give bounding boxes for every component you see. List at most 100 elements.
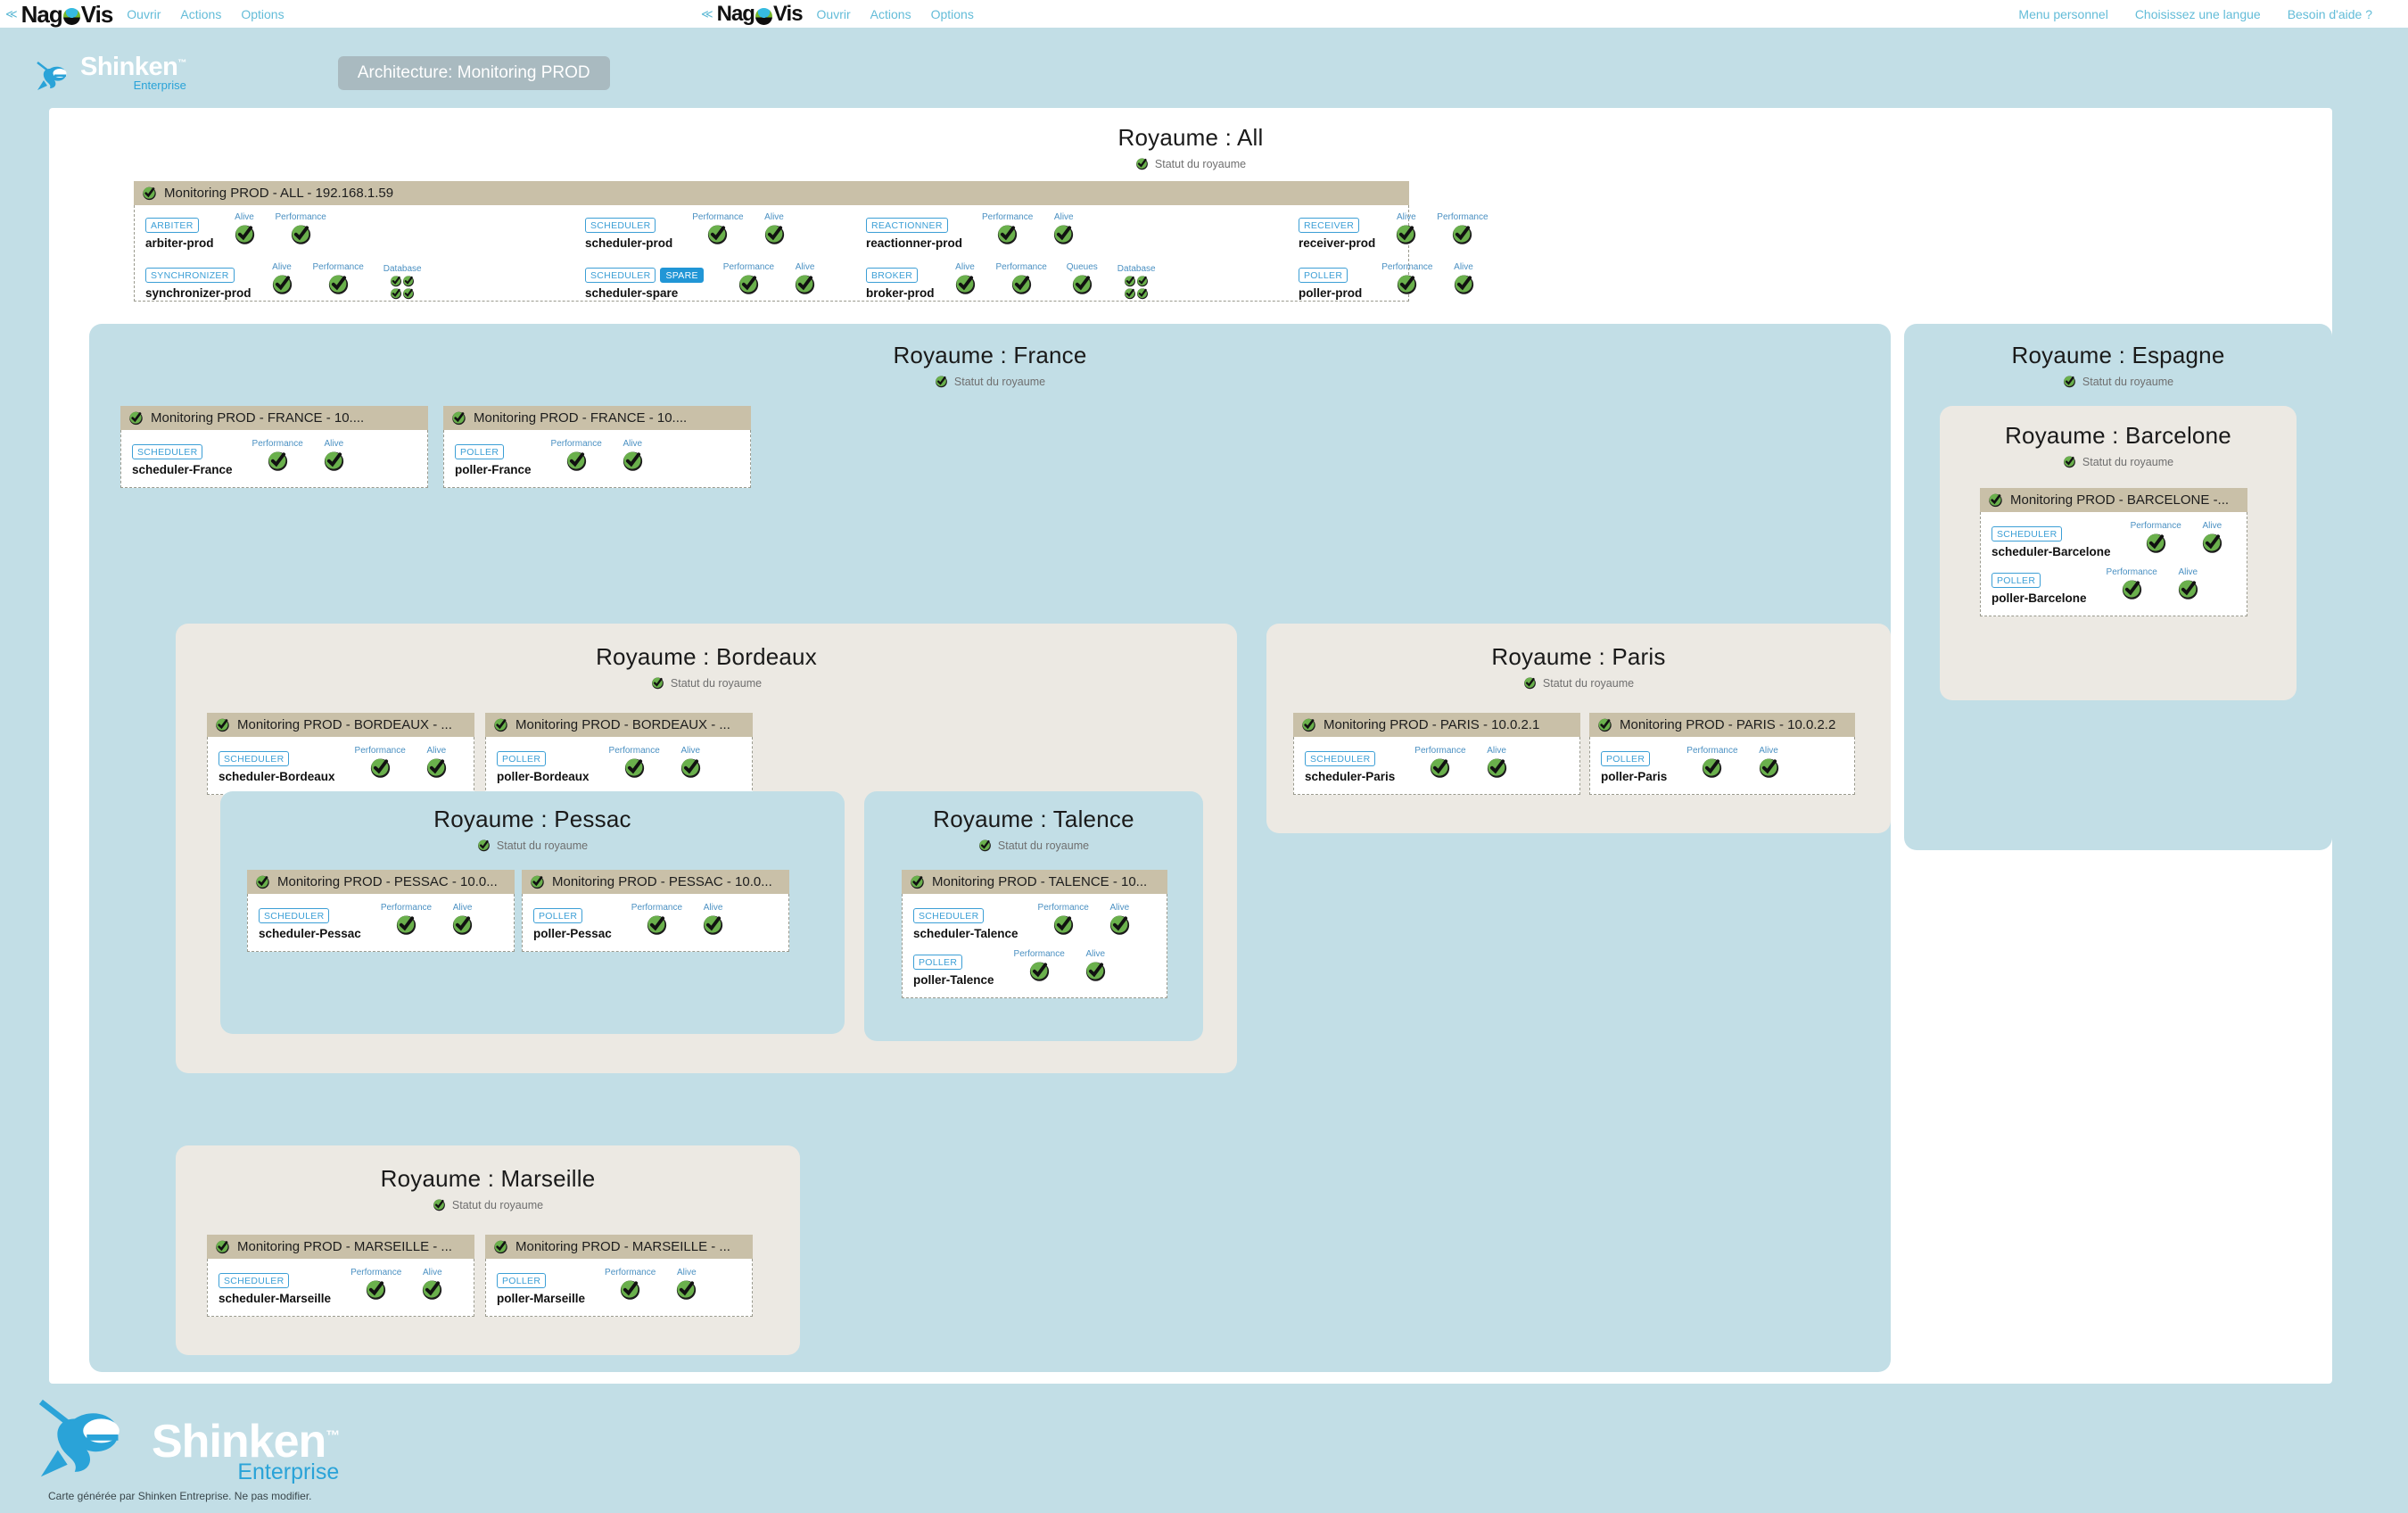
service-spare-badge[interactable]: SPARE <box>660 268 704 283</box>
service-type-tag[interactable]: ARBITER <box>145 218 199 233</box>
hostbox[interactable]: Monitoring PROD - PESSAC - 10.0...POLLER… <box>522 870 789 952</box>
service-type-tag[interactable]: POLLER <box>913 955 963 970</box>
metric-performance[interactable]: Performance <box>2131 521 2181 558</box>
metric-performance[interactable]: Performance <box>551 439 602 476</box>
metric-performance[interactable]: Performance <box>2107 567 2157 605</box>
service-type-tag[interactable]: SCHEDULER <box>219 1273 290 1288</box>
service-type-tag[interactable]: POLLER <box>455 444 505 459</box>
nav-link-ouvrir[interactable]: Ouvrir <box>127 6 161 21</box>
metric-performance[interactable]: Performance <box>313 262 364 300</box>
hostbox-header[interactable]: Monitoring PROD - MARSEILLE - ... <box>485 1235 753 1259</box>
metric-performance[interactable]: Performance <box>1414 746 1466 783</box>
nav-link-options[interactable]: Options <box>241 6 285 21</box>
metric-alive[interactable]: Alive <box>702 903 724 940</box>
metric-performance[interactable]: Performance <box>350 1268 401 1305</box>
metric-database[interactable]: Database <box>1117 264 1156 300</box>
service-type-tag[interactable]: SCHEDULER <box>585 268 656 283</box>
hostbox-header[interactable]: Monitoring PROD - BORDEAUX - ... <box>207 713 474 737</box>
nav-link-options-overlay[interactable]: Options <box>930 6 974 21</box>
metric-performance[interactable]: Performance <box>355 746 406 783</box>
metric-database[interactable]: Database <box>383 264 422 300</box>
service-type-tag[interactable]: SCHEDULER <box>132 444 203 459</box>
service-type-tag[interactable]: REACTIONNER <box>866 218 948 233</box>
metric-alive[interactable]: Alive <box>794 262 816 300</box>
service-type-tag[interactable]: POLLER <box>1299 268 1348 283</box>
nav-link-actions[interactable]: Actions <box>180 6 222 21</box>
metric-performance[interactable]: Performance <box>1437 212 1489 250</box>
metric-performance[interactable]: Performance <box>996 262 1047 300</box>
metric-alive[interactable]: Alive <box>680 746 702 783</box>
hostbox[interactable]: Monitoring PROD - FRANCE - 10....SCHEDUL… <box>120 406 428 488</box>
metric-performance[interactable]: Performance <box>1686 746 1738 783</box>
metric-alive[interactable]: Alive <box>425 746 448 783</box>
metric-performance[interactable]: Performance <box>1038 903 1089 940</box>
metric-alive[interactable]: Alive <box>1052 212 1075 250</box>
metric-performance[interactable]: Performance <box>605 1268 656 1305</box>
service-type-tag[interactable]: POLLER <box>497 751 547 766</box>
service-type-tag[interactable]: RECEIVER <box>1299 218 1360 233</box>
metric-performance[interactable]: Performance <box>609 746 660 783</box>
metric-performance[interactable]: Performance <box>982 212 1033 250</box>
hostbox[interactable]: Monitoring PROD - BARCELONE -... SCHEDULE… <box>1980 488 2247 616</box>
service-type-tag[interactable]: SCHEDULER <box>585 218 656 233</box>
metric-alive[interactable]: Alive <box>1486 746 1508 783</box>
metric-queues[interactable]: Queues <box>1067 262 1098 300</box>
collapse-arrow-icon[interactable]: ≪ <box>5 6 18 21</box>
metric-performance[interactable]: Performance <box>276 212 326 250</box>
metric-alive[interactable]: Alive <box>1084 949 1107 987</box>
hostbox[interactable]: Monitoring PROD - BORDEAUX - ... SCHEDULE… <box>207 713 474 795</box>
hostbox-header[interactable]: Monitoring PROD - PESSAC - 10.0... <box>247 870 515 894</box>
collapse-arrow-icon-overlay[interactable]: ≪ <box>701 6 713 21</box>
metric-alive[interactable]: Alive <box>622 439 644 476</box>
metric-alive[interactable]: Alive <box>2201 521 2223 558</box>
hostbox-header[interactable]: Monitoring PROD - MARSEILLE - ... <box>207 1235 474 1259</box>
nav-link-choose-language[interactable]: Choisissez une langue <box>2134 6 2261 21</box>
metric-performance[interactable]: Performance <box>692 212 744 250</box>
metric-performance[interactable]: Performance <box>381 903 432 940</box>
nav-link-help[interactable]: Besoin d'aide ? <box>2287 6 2372 21</box>
breadcrumb[interactable]: Architecture: Monitoring PROD <box>337 56 610 91</box>
metric-performance[interactable]: Performance <box>631 903 682 940</box>
service-type-tag[interactable]: SYNCHRONIZER <box>145 268 235 283</box>
metric-performance[interactable]: Performance <box>1381 262 1433 300</box>
service-type-tag[interactable]: SCHEDULER <box>1992 526 2063 542</box>
hostbox-all-header[interactable]: Monitoring PROD - ALL - 192.168.1.59 <box>134 181 1409 205</box>
metric-alive[interactable]: Alive <box>421 1268 443 1305</box>
hostbox-header[interactable]: Monitoring PROD - BARCELONE -... <box>1980 488 2247 512</box>
service-type-tag[interactable]: SCHEDULER <box>259 908 330 923</box>
metric-alive[interactable]: Alive <box>763 212 786 250</box>
metric-alive[interactable]: Alive <box>1109 903 1131 940</box>
hostbox-header[interactable]: Monitoring PROD - FRANCE - 10.... <box>443 406 751 430</box>
nav-link-menu-personnel[interactable]: Menu personnel <box>2018 6 2108 21</box>
service-type-tag[interactable]: SCHEDULER <box>219 751 290 766</box>
metric-alive[interactable]: Alive <box>1758 746 1780 783</box>
hostbox-header[interactable]: Monitoring PROD - PARIS - 10.0.2.1 <box>1293 713 1580 737</box>
metric-performance[interactable]: Performance <box>723 262 774 300</box>
service-type-tag[interactable]: POLLER <box>1992 573 2041 588</box>
service-type-tag[interactable]: SCHEDULER <box>1305 751 1376 766</box>
metric-alive[interactable]: Alive <box>2177 567 2199 605</box>
